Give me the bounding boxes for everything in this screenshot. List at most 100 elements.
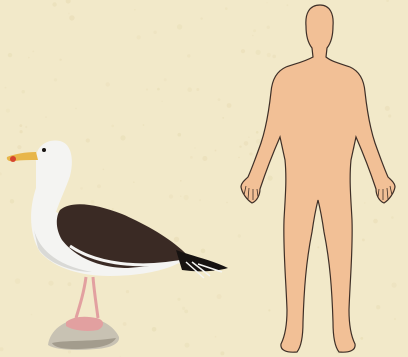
parchment-speckle — [28, 57, 30, 59]
gull-beak-spot — [10, 156, 16, 162]
parchment-speckle — [394, 318, 396, 320]
parchment-speckle — [32, 51, 34, 53]
parchment-speckle — [187, 54, 190, 57]
parchment-speckle — [97, 184, 101, 188]
gull-eye — [42, 148, 46, 152]
parchment-speckle — [249, 152, 252, 155]
parchment-speckle — [184, 310, 188, 314]
parchment-speckle — [126, 290, 129, 293]
parchment-speckle — [385, 106, 390, 111]
parchment-speckle — [177, 298, 180, 301]
parchment-speckle — [178, 133, 182, 137]
parchment-speckle — [364, 202, 366, 204]
parchment-speckle — [225, 7, 228, 10]
parchment-speckle — [360, 337, 363, 340]
parchment-speckle — [215, 150, 217, 152]
parchment-speckle — [391, 216, 394, 219]
parchment-speckle — [5, 87, 7, 89]
parchment-speckle — [69, 15, 74, 20]
parchment-speckle — [25, 126, 27, 128]
parchment-speckle — [80, 187, 83, 190]
parchment-speckle — [19, 124, 22, 127]
parchment-speckle — [152, 327, 157, 332]
parchment-speckle — [376, 305, 380, 309]
parchment-speckle — [185, 343, 190, 348]
parchment-speckle — [388, 114, 391, 117]
parchment-speckle — [20, 130, 23, 133]
parchment-speckle — [22, 90, 25, 93]
parchment-speckle — [143, 124, 145, 126]
parchment-speckle — [194, 147, 195, 148]
parchment-speckle — [200, 17, 202, 19]
parchment-speckle — [248, 136, 250, 138]
parchment-speckle — [45, 116, 47, 118]
parchment-speckle — [239, 146, 241, 148]
parchment-speckle — [31, 314, 33, 316]
parchment-speckle — [268, 309, 270, 311]
parchment-speckle — [146, 88, 148, 90]
parchment-speckle — [317, 246, 319, 248]
parchment-speckle — [68, 350, 71, 353]
parchment-speckle — [217, 294, 222, 299]
parchment-speckle — [253, 29, 256, 32]
parchment-speckle — [48, 281, 53, 286]
parchment-speckle — [244, 141, 249, 146]
parchment-speckle — [68, 282, 72, 286]
parchment-speckle — [287, 4, 289, 6]
parchment-speckle — [120, 135, 125, 140]
parchment-speckle — [202, 156, 207, 161]
parchment-speckle — [201, 249, 206, 254]
parchment-speckle — [267, 26, 270, 29]
parchment-speckle — [174, 237, 179, 242]
parchment-speckle — [180, 180, 182, 182]
parchment-speckle — [187, 87, 192, 92]
parchment-speckle — [182, 307, 185, 310]
parchment-speckle — [162, 101, 163, 102]
parchment-speckle — [256, 131, 259, 134]
parchment-speckle — [272, 55, 276, 59]
parchment-speckle — [15, 278, 21, 284]
parchment-speckle — [196, 88, 199, 91]
parchment-speckle — [238, 157, 240, 159]
parchment-speckle — [373, 219, 378, 224]
parchment-speckle — [91, 200, 95, 204]
parchment-speckle — [218, 98, 221, 101]
parchment-speckle — [137, 35, 141, 39]
parchment-speckle — [17, 145, 21, 149]
parchment-speckle — [75, 108, 76, 109]
parchment-speckle — [199, 199, 201, 201]
parchment-speckle — [184, 195, 189, 200]
parchment-speckle — [68, 13, 70, 15]
parchment-speckle — [226, 202, 228, 204]
parchment-speckle — [227, 103, 232, 108]
parchment-speckle — [10, 199, 14, 203]
parchment-speckle — [392, 283, 397, 288]
parchment-speckle — [177, 24, 182, 29]
parchment-speckle — [256, 139, 261, 144]
parchment-speckle — [52, 2, 56, 6]
parchment-speckle — [112, 208, 114, 210]
parchment-speckle — [222, 117, 224, 119]
parchment-speckle — [59, 59, 61, 61]
parchment-speckle — [252, 35, 254, 37]
parchment-speckle — [180, 196, 181, 197]
parchment-speckle — [54, 78, 57, 81]
parchment-speckle — [169, 194, 173, 198]
parchment-speckle — [362, 239, 365, 242]
parchment-speckle — [153, 31, 156, 34]
parchment-speckle — [238, 234, 241, 237]
parchment-speckle — [133, 181, 135, 183]
parchment-speckle — [134, 9, 135, 10]
parchment-speckle — [106, 82, 110, 86]
parchment-speckle — [103, 169, 105, 171]
parchment-speckle — [6, 109, 10, 113]
parchment-speckle — [86, 138, 90, 142]
parchment-speckle — [123, 322, 127, 326]
parchment-speckle — [256, 50, 261, 55]
parchment-speckle — [157, 88, 160, 91]
parchment-speckle — [111, 125, 114, 128]
parchment-speckle — [266, 2, 267, 3]
parchment-speckle — [241, 49, 245, 53]
